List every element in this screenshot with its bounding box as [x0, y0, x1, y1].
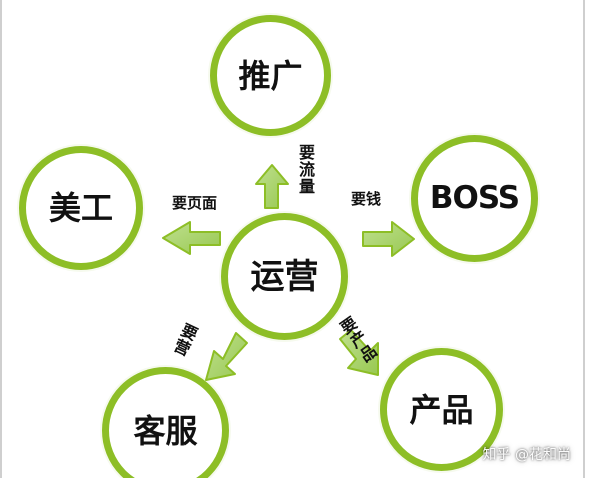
arrow-to-left — [162, 221, 221, 255]
watermark-text: 知乎 @花和尚 — [482, 447, 571, 463]
edge-label-right: 要钱 — [351, 190, 382, 208]
left-border-line — [0, 0, 2, 478]
edge-label-top: 要流量 — [296, 144, 315, 195]
product-label: 产品 — [409, 390, 474, 429]
promotion-node: 推广 — [210, 15, 331, 136]
edge-label-left: 要页面 — [172, 194, 218, 212]
customer-service-node: 客服 — [102, 367, 229, 478]
design-node: 美工 — [19, 146, 143, 270]
right-border-line — [583, 0, 585, 478]
arrow-to-top — [255, 164, 289, 209]
operations-label: 运营 — [250, 256, 319, 297]
boss-node: BOSS — [411, 135, 538, 262]
arrow-to-bottom-right — [339, 329, 379, 376]
design-label: 美工 — [48, 189, 113, 227]
arrow-to-right — [362, 221, 415, 257]
product-node: 产品 — [380, 348, 503, 471]
boss-label: BOSS — [429, 180, 520, 216]
operations-node: 运营 — [221, 213, 348, 340]
promotion-label: 推广 — [238, 56, 303, 95]
arrow-to-bottom-left — [205, 332, 248, 381]
customer-service-label: 客服 — [133, 411, 198, 450]
